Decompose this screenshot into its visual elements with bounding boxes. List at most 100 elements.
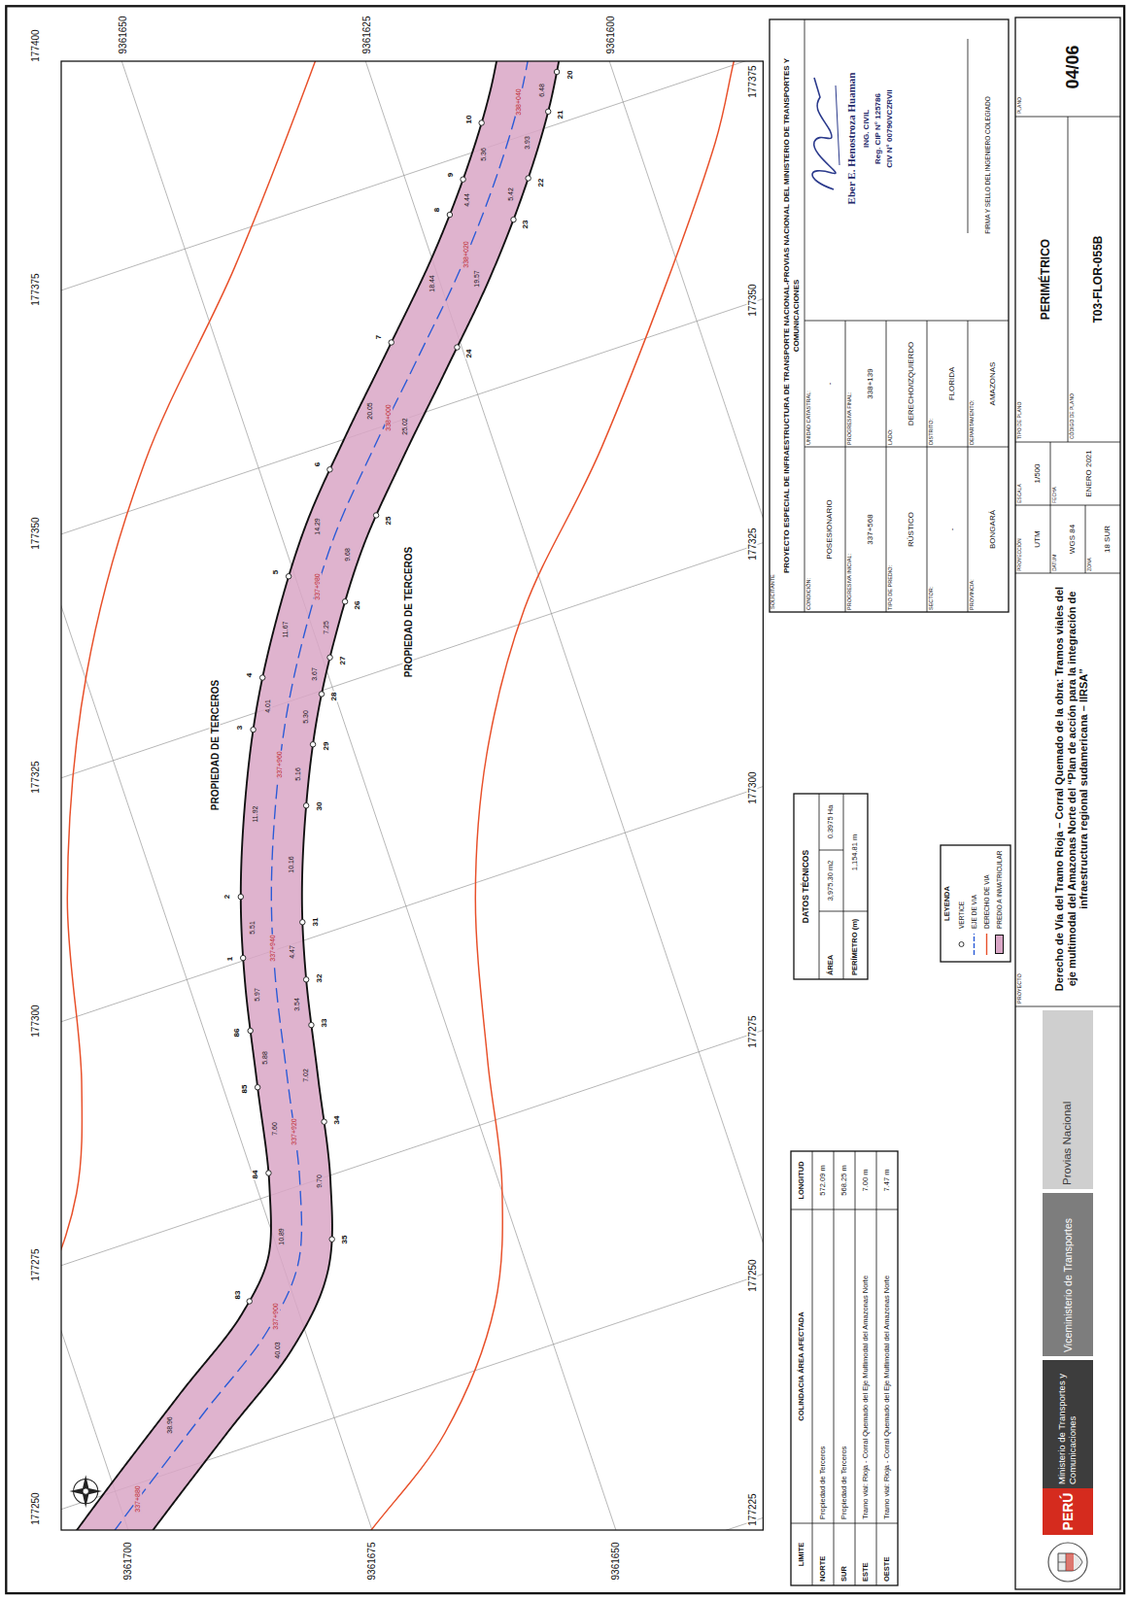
grid-line bbox=[606, 61, 764, 1531]
table-header: LONGITUD bbox=[790, 1151, 813, 1210]
road-axis bbox=[61, 61, 537, 1531]
easting-label: 177325 bbox=[29, 759, 40, 794]
easting-label: 177250 bbox=[746, 1258, 757, 1293]
table-rule bbox=[1015, 573, 1121, 575]
field-caption: DISTRITO: bbox=[928, 322, 938, 446]
field-caption: PROYECTO bbox=[1017, 906, 1026, 1004]
easting-label: 177250 bbox=[29, 1491, 40, 1526]
vertex-dot bbox=[303, 977, 309, 983]
legend-samples bbox=[958, 933, 988, 956]
table-rule bbox=[804, 19, 806, 613]
grid-line bbox=[61, 61, 763, 514]
emblem-shield bbox=[1058, 1553, 1083, 1572]
field-caption: CONDICIÓN: bbox=[806, 448, 816, 611]
field-value: DERECHO/IZQUIERDO bbox=[896, 320, 925, 447]
field-caption: UNIDAD CATASTRAL: bbox=[806, 322, 816, 446]
vertex-number: 1 bbox=[225, 956, 235, 962]
vertex-number: 5 bbox=[272, 569, 281, 576]
vertex-number: 9 bbox=[445, 171, 455, 178]
legend-text: EJE DE VIA bbox=[967, 894, 981, 929]
grid-line bbox=[61, 553, 763, 1489]
road-parcel bbox=[61, 61, 567, 1531]
grid-line bbox=[61, 61, 618, 1531]
vertex-dot bbox=[309, 742, 315, 748]
table-rule bbox=[804, 446, 1009, 448]
vertex-dot bbox=[525, 175, 531, 181]
legend-text: PREDIO A INMATRICULAR bbox=[993, 851, 1006, 929]
vertex-number: 2 bbox=[223, 893, 233, 900]
vertex-number: 6 bbox=[313, 460, 323, 467]
vertex-number: 20 bbox=[565, 68, 575, 80]
table-cell: Tramo vial: Rioja - Corral Quemado del E… bbox=[855, 1209, 877, 1524]
station-label: 337+920 bbox=[290, 1118, 299, 1147]
table-cell: NORTE bbox=[812, 1523, 834, 1586]
segment-length: 4.47 bbox=[289, 945, 298, 961]
sheet-border bbox=[5, 5, 1125, 1594]
field-caption: FECHA bbox=[1052, 444, 1061, 504]
right-of-way-lines bbox=[61, 61, 755, 1531]
table-cell: ÁREA bbox=[819, 911, 844, 980]
vertex-number: 83 bbox=[234, 1289, 243, 1301]
signature-ink bbox=[835, 85, 840, 166]
road-axis-line bbox=[61, 61, 537, 1531]
vertex-dot bbox=[329, 1236, 335, 1242]
segment-length: 10.89 bbox=[277, 1227, 286, 1247]
engineer-seal: ING. CIVIL bbox=[860, 24, 873, 234]
northing-label: 9361700 bbox=[122, 1540, 134, 1581]
vertex-number: 84 bbox=[250, 1168, 260, 1180]
table-cell: 3,975.30 m2 bbox=[819, 850, 844, 912]
legend-swatch bbox=[994, 934, 1004, 955]
easting-label: 177400 bbox=[29, 29, 40, 64]
northing-label: 9361675 bbox=[366, 1540, 377, 1581]
station-label: 337+900 bbox=[272, 1301, 280, 1331]
table-cell: PERÍMETRO (m) bbox=[843, 911, 868, 980]
road-parcel-shape bbox=[61, 61, 567, 1531]
vertex-dot bbox=[373, 513, 378, 518]
easting-label: 177350 bbox=[746, 282, 757, 317]
table-cell: Propiedad de Terceros bbox=[833, 1209, 856, 1524]
field-caption: PLANO bbox=[1017, 35, 1026, 114]
table-header: DATOS TÉCNICOS bbox=[793, 793, 820, 980]
vertex-number: 10 bbox=[464, 113, 474, 125]
table-rule bbox=[876, 1151, 878, 1586]
legend-sample bbox=[986, 933, 988, 956]
vertex-dot bbox=[327, 467, 333, 473]
station-label: 337+960 bbox=[275, 750, 284, 779]
logo-box: Provias Nacional bbox=[1042, 1010, 1094, 1190]
segment-length: 3.54 bbox=[293, 996, 302, 1013]
grid-line bbox=[61, 309, 763, 1245]
field-caption: PROYECCIÓN bbox=[1017, 507, 1026, 572]
easting-label: 177325 bbox=[746, 526, 757, 561]
vertex-number: 29 bbox=[321, 741, 331, 753]
segment-length: 5.88 bbox=[261, 1050, 270, 1066]
segment-length: 9.68 bbox=[344, 547, 353, 563]
vertex-number: 22 bbox=[536, 176, 546, 188]
segment-length: 25.02 bbox=[402, 416, 411, 437]
field-caption: DATUM bbox=[1052, 507, 1061, 572]
table-cell: OESTE bbox=[876, 1523, 898, 1586]
signature-caption: FIRMA Y SELLO DEL INGENIERO COLEGIADO bbox=[971, 29, 1005, 302]
national-emblem bbox=[1048, 1542, 1088, 1582]
segment-length: 5.51 bbox=[248, 921, 257, 937]
vertex-dot bbox=[545, 108, 550, 114]
vertex-dot bbox=[511, 216, 516, 222]
segment-length: 5.97 bbox=[253, 987, 262, 1003]
table-rule bbox=[845, 320, 847, 613]
station-label: 338+000 bbox=[384, 404, 393, 433]
table-border bbox=[1015, 17, 1121, 1590]
vertex-dot bbox=[259, 675, 265, 681]
vertex-dot bbox=[327, 654, 333, 660]
field-value: 1/500 bbox=[1025, 442, 1051, 506]
table-cell: SUR bbox=[833, 1523, 856, 1586]
vertex-dot bbox=[553, 68, 559, 74]
legend-sample bbox=[973, 933, 975, 956]
table-rule bbox=[967, 38, 969, 234]
segment-length: 18.44 bbox=[428, 273, 437, 294]
vertex-dot bbox=[300, 920, 306, 925]
project-title: Derecho de Vía del Tramo Rioja – Corral … bbox=[1026, 579, 1118, 999]
segment-length: 14.29 bbox=[313, 516, 322, 537]
field-value: ENERO 2021 bbox=[1060, 442, 1119, 506]
table-cell: 7.47 m bbox=[876, 1151, 898, 1210]
